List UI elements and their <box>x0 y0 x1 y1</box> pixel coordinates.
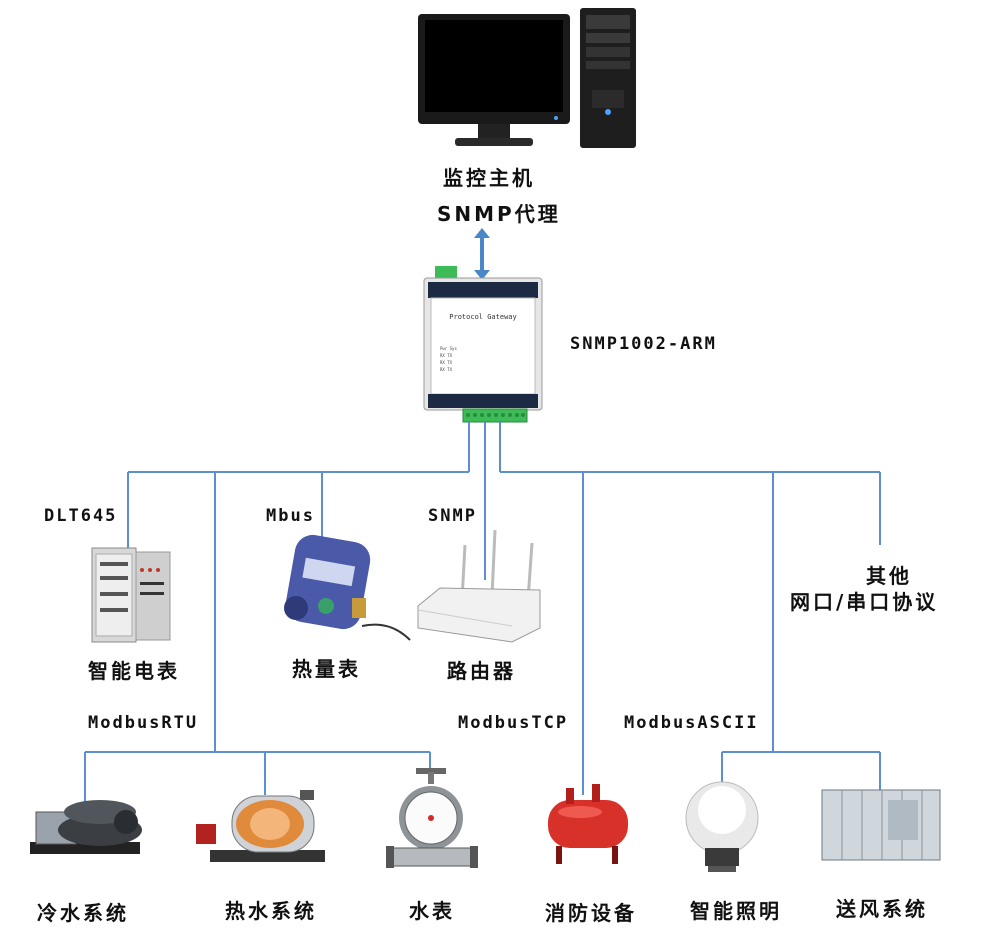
led-bulb-icon <box>685 781 759 872</box>
boiler-label: 热水系统 <box>225 899 317 923</box>
gateway-device: Protocol Gateway Pwr Sys RX TX RX TX RX TX <box>423 266 543 423</box>
gateway-screen-text: Protocol Gateway <box>449 313 516 321</box>
ventilation-label: 送风系统 <box>836 897 928 921</box>
svg-text:Pwr Sys: Pwr Sys <box>440 346 457 351</box>
smart-meter-label: 智能电表 <box>88 659 180 683</box>
chiller-label: 冷水系统 <box>37 901 129 925</box>
fire-equipment-icon <box>548 784 628 864</box>
bidirectional-arrow-icon <box>474 228 490 280</box>
protocol-other-label: 其他 <box>866 564 912 588</box>
host-agent-label: SNMP代理 <box>437 202 561 226</box>
protocol-mbus-label: Mbus <box>266 506 315 526</box>
svg-text:RX TX: RX TX <box>440 360 453 365</box>
monitor-icon <box>418 14 570 146</box>
protocol-snmp-label: SNMP <box>428 506 477 526</box>
protocol-modbusrtu-label: ModbusRTU <box>88 713 199 733</box>
chiller-icon <box>30 800 142 854</box>
connection-lines <box>84 422 881 805</box>
boiler-icon <box>196 790 325 862</box>
svg-text:RX TX: RX TX <box>440 367 453 372</box>
router-icon <box>417 529 541 643</box>
heat-meter-label: 热量表 <box>292 657 361 681</box>
pc-tower-icon <box>580 8 636 148</box>
gateway-model-label: SNMP1002-ARM <box>570 334 717 354</box>
water-meter-label: 水表 <box>409 899 455 923</box>
protocol-dlt645-label: DLT645 <box>44 506 118 526</box>
host-label: 监控主机 <box>443 166 535 190</box>
lighting-label: 智能照明 <box>690 899 782 923</box>
router-label: 路由器 <box>447 659 516 683</box>
heat-meter-icon <box>284 534 411 641</box>
water-meter-icon <box>386 768 478 868</box>
protocol-modbusascii-label: ModbusASCII <box>624 713 759 733</box>
protocol-modbustcp-label: ModbusTCP <box>458 713 569 733</box>
air-handling-unit-icon <box>821 789 941 861</box>
svg-text:RX TX: RX TX <box>440 353 453 358</box>
electrical-cabinet-icon <box>91 547 171 643</box>
fire-equipment-label: 消防设备 <box>545 901 637 925</box>
protocol-other-detail-label: 网口/串口协议 <box>790 590 939 614</box>
